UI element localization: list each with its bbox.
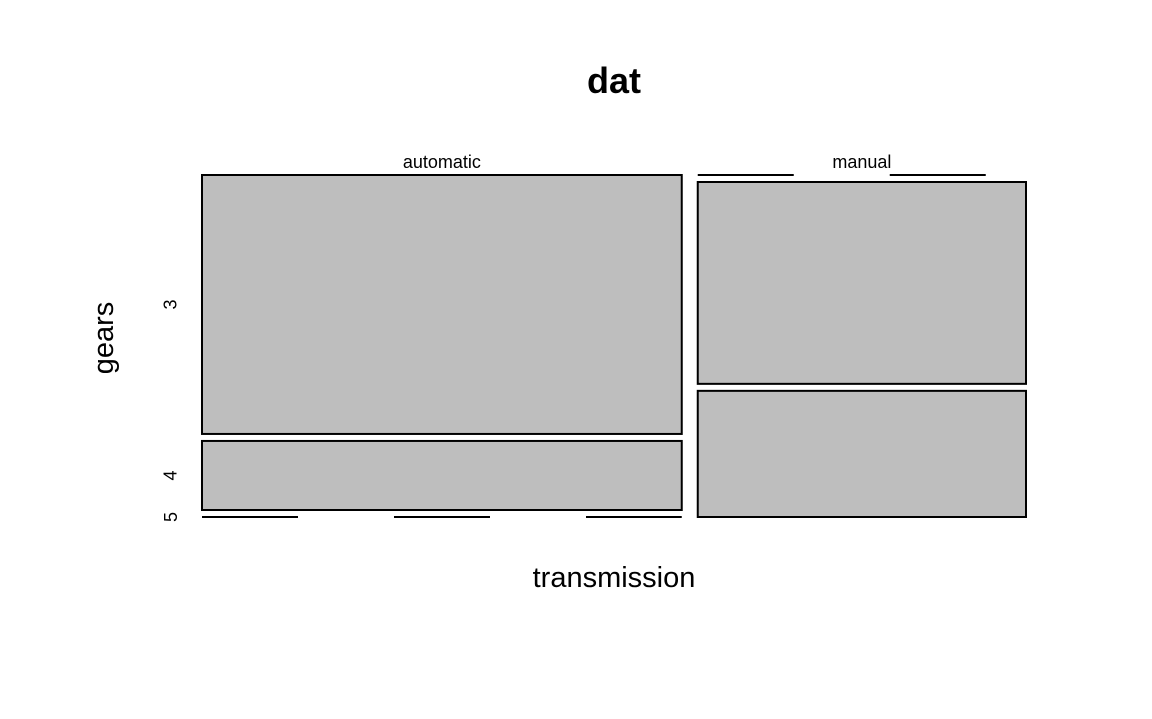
x-axis-label: transmission (533, 562, 696, 594)
y-axis-label: gears (88, 302, 120, 375)
y-tick-label-5: 5 (161, 512, 181, 522)
mosaic-cell-manual-5 (696, 389, 1027, 519)
y-tick-label-4: 4 (161, 470, 181, 480)
mosaic-marks: automatic manual 3 4 5 (161, 152, 1027, 522)
mosaic-cell-automatic-4 (201, 439, 683, 511)
y-tick-label-3: 3 (161, 299, 181, 309)
mosaic-cell-manual-4 (696, 181, 1027, 385)
chart-title: dat (587, 60, 641, 101)
mosaic-cell-automatic-3 (201, 174, 683, 435)
column-label-automatic: automatic (403, 152, 481, 172)
column-label-manual: manual (832, 152, 891, 172)
